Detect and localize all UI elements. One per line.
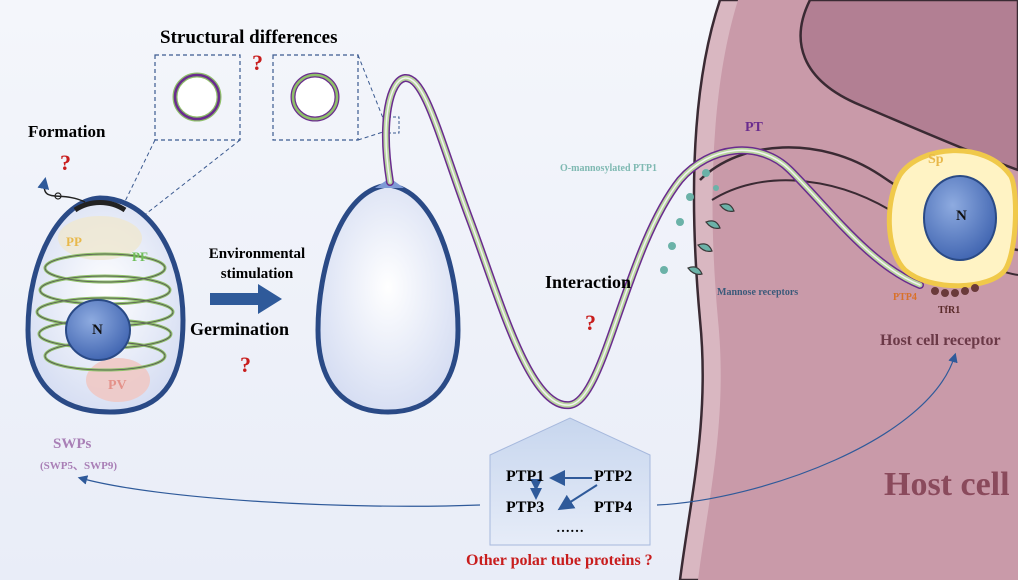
formation-label: Formation	[28, 122, 105, 142]
nucleus-label: N	[92, 322, 103, 339]
pt-label: PT	[745, 120, 763, 136]
structural-differences-label: Structural differences	[160, 27, 337, 49]
extrusion-arrow	[44, 180, 85, 202]
environmental-stimulation-label: Environmental stimulation	[192, 244, 322, 284]
germination-label: Germination	[190, 319, 289, 340]
sporoplasm-nucleus-label: N	[956, 208, 967, 225]
ptp1-label: PTP1	[506, 468, 544, 486]
mannose-receptors-label: Mannose receptors	[717, 287, 798, 298]
swps-to-ptp-arrow	[80, 478, 480, 506]
ptp4-label: PTP4	[594, 499, 632, 517]
sporoplasm	[889, 151, 1015, 297]
pp-label: PP	[66, 234, 82, 250]
sp-label: Sp	[928, 152, 944, 168]
pv-label: PV	[108, 378, 127, 394]
germination-question-mark: ?	[240, 352, 251, 378]
ptp4-host-label: PTP4	[893, 292, 917, 303]
pf-label: PF	[132, 249, 148, 265]
resting-spore	[28, 180, 183, 412]
ptp2-label: PTP2	[594, 468, 632, 486]
host-cell-receptor-label: Host cell receptor	[880, 332, 1001, 350]
interaction-label: Interaction	[545, 272, 631, 293]
zoom-box-left	[112, 55, 240, 228]
ptp-ellipsis: ……	[556, 521, 584, 537]
interaction-question-mark: ?	[585, 310, 596, 336]
formation-question-mark: ?	[60, 150, 71, 176]
germinated-spore	[318, 178, 458, 412]
structural-question-mark: ?	[252, 50, 263, 76]
ptp3-label: PTP3	[506, 499, 544, 517]
empty-spore-wall	[318, 185, 458, 412]
swps-label: SWPs	[53, 436, 91, 453]
tfr1-label: TfR1	[938, 305, 960, 316]
swps-detail-label: (SWP5、SWP9)	[40, 457, 117, 473]
host-cell-label: Host cell	[884, 466, 1010, 504]
other-polar-tube-proteins-label: Other polar tube proteins ?	[466, 552, 653, 570]
zoom-box-right	[273, 55, 399, 140]
o-mannosylated-label: O-mannosylated PTP1	[560, 163, 657, 174]
germination-arrow	[210, 284, 282, 314]
